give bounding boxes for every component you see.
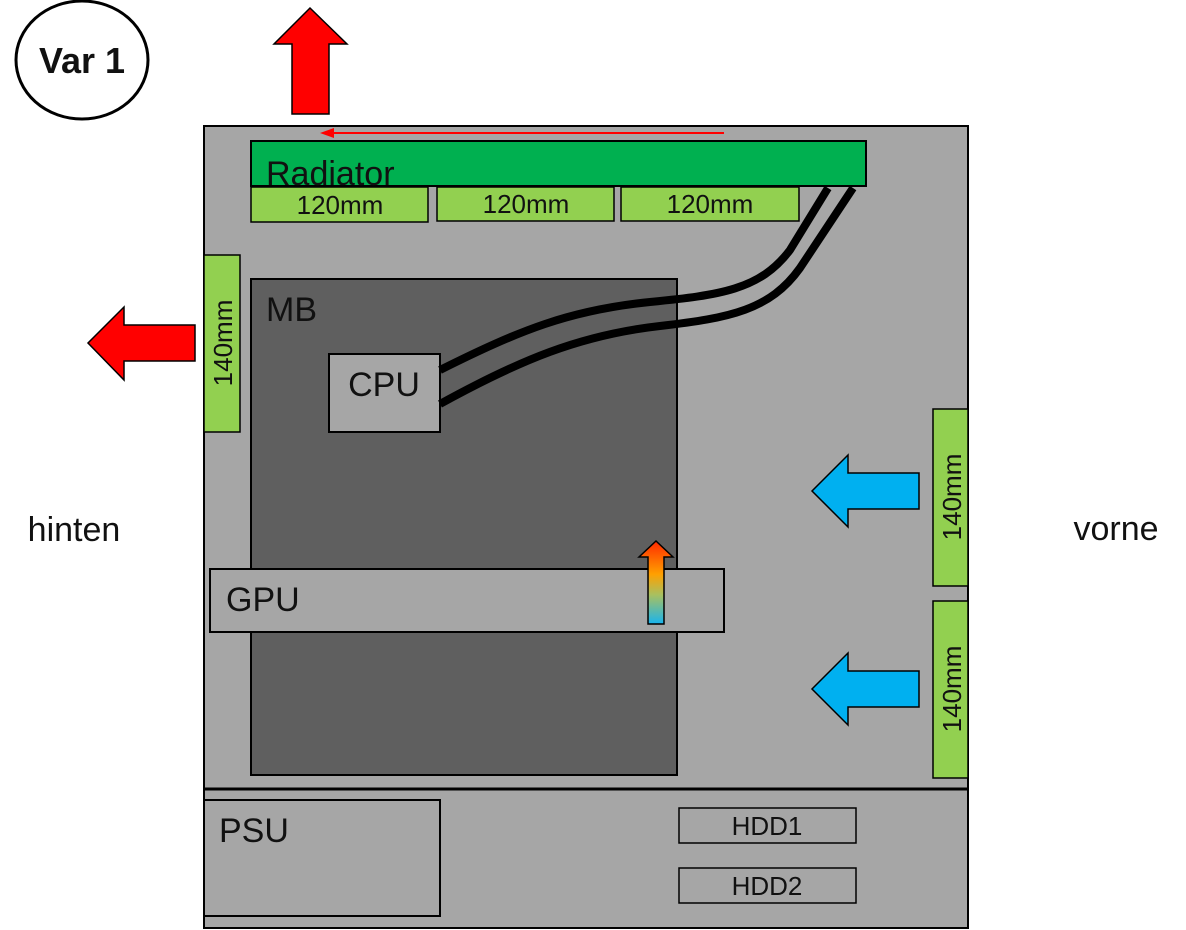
- hdd-2: HDD2: [678, 867, 857, 904]
- coolant-tube-2: [438, 185, 857, 408]
- front-fan-2: 140mm: [932, 600, 969, 779]
- hdd-2-label: HDD2: [732, 871, 803, 901]
- variant-badge: Var 1: [14, 0, 150, 121]
- hdd-1-label: HDD1: [732, 811, 803, 841]
- variant-title: Var 1: [39, 40, 125, 81]
- motherboard: [250, 278, 678, 776]
- psu-label: PSU: [219, 812, 289, 850]
- front-fan-1: 140mm: [932, 408, 969, 587]
- psu: [203, 799, 441, 917]
- top-fan-1-label: 120mm: [297, 190, 384, 220]
- front-fan-1-label: 140mm: [937, 454, 967, 541]
- radiator: [250, 140, 867, 187]
- rear-side-label: hinten: [28, 511, 121, 549]
- top-fan-1: 120mm: [250, 186, 429, 223]
- motherboard-label: MB: [266, 291, 317, 329]
- coolant-tubes: [438, 185, 857, 408]
- cpu: [328, 353, 441, 433]
- exhaust-arrow-top-icon: [272, 6, 349, 115]
- rear-fan-label: 140mm: [208, 300, 238, 387]
- top-fan-2: 120mm: [436, 186, 615, 222]
- top-fan-3: 120mm: [620, 186, 800, 222]
- intake-arrow-2-icon: [810, 651, 920, 727]
- top-fan-3-label: 120mm: [667, 189, 754, 219]
- gpu: [209, 568, 725, 633]
- coolant-tube-1: [438, 185, 832, 374]
- front-fan-2-label: 140mm: [937, 646, 967, 733]
- front-side-label: vorne: [1073, 510, 1158, 548]
- heat-rise-arrow-icon: [637, 539, 675, 625]
- exhaust-arrow-rear-icon: [86, 305, 196, 382]
- intake-arrow-1-icon: [810, 453, 920, 529]
- top-fan-2-label: 120mm: [483, 189, 570, 219]
- hdd-1: HDD1: [678, 807, 857, 844]
- cpu-label: CPU: [348, 366, 420, 404]
- radiator-flow-arrow-icon: [320, 128, 724, 138]
- gpu-label: GPU: [226, 581, 300, 619]
- rear-fan: 140mm: [203, 254, 241, 433]
